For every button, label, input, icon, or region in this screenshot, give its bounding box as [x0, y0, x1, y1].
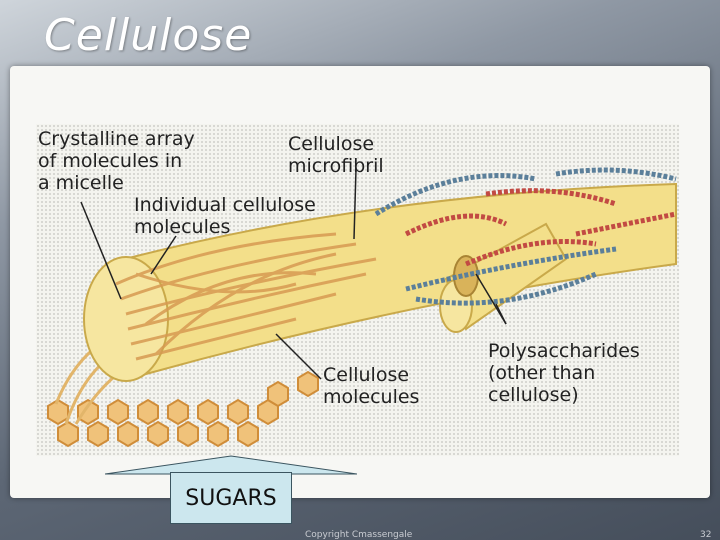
sugars-callout: SUGARS: [170, 472, 292, 524]
cellulose-diagram: [47, 167, 677, 448]
glucose-chain: [47, 370, 319, 448]
copyright-footer: Copyright Cmassengale: [305, 530, 413, 540]
page-number: 32: [700, 530, 712, 540]
internal-strands: [115, 232, 377, 361]
label-cellulose-microfibril: Cellulose microfibril: [288, 133, 384, 177]
slide-title: Cellulose: [44, 10, 253, 61]
label-crystalline-array: Crystalline array of molecules in a mice…: [38, 128, 195, 194]
red-chains: [404, 188, 677, 267]
label-cellulose-molecules: Cellulose molecules: [323, 364, 420, 408]
sugars-label: SUGARS: [185, 485, 277, 511]
label-individual-molecules: Individual cellulose molecules: [134, 194, 316, 238]
pointer-lines: [80, 168, 507, 380]
label-polysaccharides: Polysaccharides (other than cellulose): [488, 340, 640, 406]
blue-chains: [374, 167, 677, 306]
